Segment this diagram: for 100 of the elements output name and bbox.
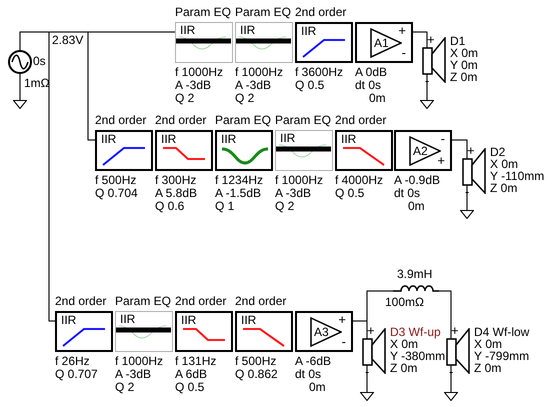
parameter-text: A -3dB bbox=[275, 187, 312, 200]
parameter-text: f 1000Hz bbox=[235, 66, 284, 79]
parameter-text: f 1000Hz bbox=[275, 174, 324, 187]
amplifier-label: A2 bbox=[413, 144, 428, 158]
parameter-text: 0m bbox=[308, 381, 326, 394]
filter-type: IIR bbox=[181, 313, 196, 327]
parameter-text: Q 1 bbox=[215, 200, 234, 213]
parameter-text: Q 2 bbox=[175, 92, 194, 105]
position-text: Z 0m bbox=[490, 182, 518, 194]
polarity-sign: + bbox=[451, 324, 459, 337]
block-title: 2nd order bbox=[235, 293, 288, 310]
position-text: X 0m bbox=[390, 338, 418, 350]
polarity-sign: + bbox=[338, 313, 346, 327]
parameter-text: Q 0.5 bbox=[335, 187, 364, 200]
parameter-text: 0m bbox=[368, 92, 386, 105]
position-text: Z 0m bbox=[450, 71, 478, 83]
position-text: X 0m bbox=[450, 47, 478, 59]
driver-name: D4 Wf-low bbox=[474, 326, 530, 338]
parameter-text: f 1234Hz bbox=[215, 174, 264, 187]
parameter-text: f 131Hz bbox=[175, 355, 216, 368]
parameter-text: 0m bbox=[407, 200, 425, 213]
filter-type: IIR bbox=[240, 23, 256, 37]
wire bbox=[412, 32, 428, 48]
driver-name: D1 bbox=[450, 35, 466, 47]
position-text: Y 0m bbox=[450, 59, 478, 71]
polarity-sign: + bbox=[437, 154, 445, 168]
source-value: 1mΩ bbox=[24, 77, 50, 90]
position-text: X 0m bbox=[474, 338, 502, 350]
wire bbox=[438, 290, 452, 340]
parameter-text: f 1000Hz bbox=[115, 355, 164, 368]
amplifier-label: A3 bbox=[314, 325, 329, 339]
position-text: Y -380mm bbox=[390, 350, 446, 362]
driver-name: D3 Wf-up bbox=[390, 326, 441, 338]
parameter-text: Q 0.6 bbox=[155, 200, 184, 213]
wire bbox=[452, 140, 468, 160]
wire bbox=[366, 364, 368, 392]
parameter-text: dt 0s bbox=[394, 187, 420, 200]
speaker-symbol bbox=[422, 37, 446, 83]
parameter-text: Q 2 bbox=[275, 200, 294, 213]
parameter-text: A 0dB bbox=[355, 66, 388, 79]
filter-type: IIR bbox=[61, 313, 76, 327]
polarity-sign: - bbox=[342, 335, 346, 349]
parameter-text: Q 0.5 bbox=[295, 79, 324, 92]
wire bbox=[466, 184, 468, 210]
voltage-source-symbol bbox=[8, 50, 32, 74]
parameter-text: f 3600Hz bbox=[295, 66, 344, 79]
polarity-sign: - bbox=[402, 46, 406, 60]
block-title: Param EQ bbox=[215, 112, 272, 129]
parameter-text: A -3dB bbox=[115, 368, 152, 381]
amplifier-label: A1 bbox=[374, 36, 389, 50]
wire bbox=[20, 32, 56, 322]
resistance-value: 100mΩ bbox=[385, 296, 424, 309]
block-title: 2nd order bbox=[295, 4, 348, 21]
parameter-text: A -3dB bbox=[235, 79, 272, 92]
block-title: 2nd order bbox=[95, 112, 148, 129]
block-title: 2nd order bbox=[155, 112, 208, 129]
ground-symbol bbox=[460, 210, 474, 219]
filter-type: IIR bbox=[120, 312, 136, 326]
parameter-text: A -3dB bbox=[175, 79, 212, 92]
parameter-text: dt 0s bbox=[355, 79, 382, 92]
ground-symbol bbox=[420, 100, 434, 109]
parameter-text: A -1.5dB bbox=[215, 187, 262, 200]
wire bbox=[426, 74, 428, 100]
driver-name: D2 bbox=[490, 146, 506, 158]
parameter-text: Q 0.5 bbox=[175, 381, 204, 394]
parameter-text: f 300Hz bbox=[155, 174, 196, 187]
position-text: Z 0m bbox=[474, 362, 502, 374]
ground-symbol bbox=[13, 100, 27, 109]
filter-type: IIR bbox=[341, 132, 356, 146]
block-title: Param EQ bbox=[275, 112, 332, 129]
parameter-text: f 500Hz bbox=[235, 355, 276, 368]
block-title: Param EQ bbox=[235, 4, 292, 21]
filter-type: IIR bbox=[301, 24, 316, 38]
parameter-text: A -0.9dB bbox=[394, 174, 440, 187]
polarity-sign: - bbox=[440, 132, 445, 146]
parameter-text: Q 0.707 bbox=[55, 368, 98, 381]
polarity-sign: + bbox=[467, 144, 475, 157]
position-text: Y -110mm bbox=[490, 170, 544, 182]
parameter-text: Q 2 bbox=[115, 381, 134, 394]
parameter-text: dt 0s bbox=[295, 368, 322, 381]
parameter-text: A -6dB bbox=[295, 355, 332, 368]
block-title: Param EQ bbox=[175, 4, 232, 21]
block-title: 2nd order bbox=[175, 293, 228, 310]
position-text: X 0m bbox=[490, 158, 518, 170]
source-value: 0s bbox=[33, 55, 46, 68]
parameter-text: Q 0.704 bbox=[95, 187, 138, 200]
filter-type: IIR bbox=[180, 23, 196, 37]
parameter-text: A 6dB bbox=[175, 368, 208, 381]
polarity-sign: + bbox=[367, 324, 375, 337]
filter-type: IIR bbox=[280, 131, 296, 145]
speaker-symbol bbox=[446, 328, 470, 374]
inductance-value: 3.9mH bbox=[397, 268, 432, 281]
ground-symbol bbox=[444, 392, 458, 401]
block-title: Param EQ bbox=[115, 293, 172, 310]
parameter-text: A 5.8dB bbox=[155, 187, 198, 200]
block-title: 2nd order bbox=[335, 112, 388, 129]
parameter-text: f 500Hz bbox=[95, 174, 136, 187]
parameter-text: Q 0.862 bbox=[235, 368, 278, 381]
parameter-text: Q 2 bbox=[235, 92, 254, 105]
filter-type: IIR bbox=[221, 132, 236, 146]
